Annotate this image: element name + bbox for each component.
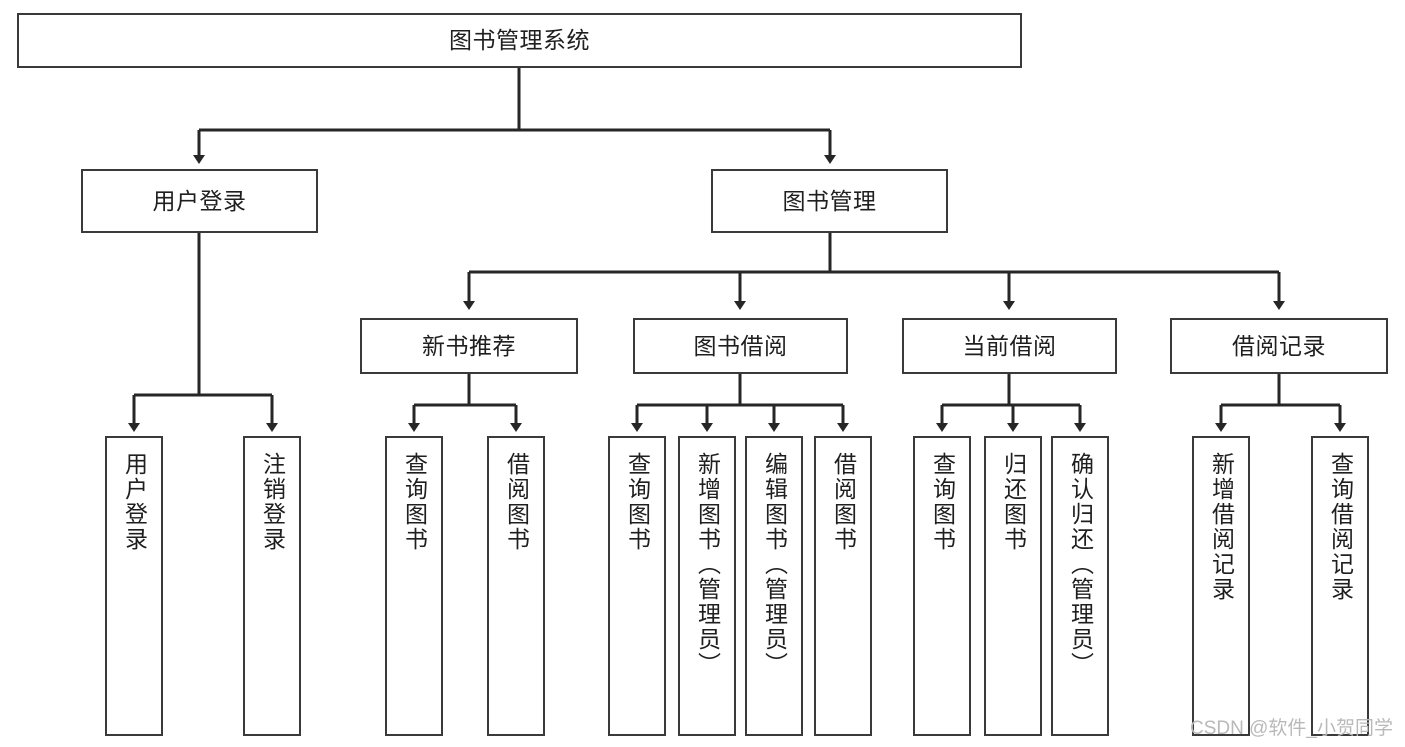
- node-book-manage-label: 图书管理: [782, 187, 877, 214]
- node-leaf-borrow-book-2-label: 借阅图书: [830, 452, 857, 552]
- node-leaf-confirm-return-label: 确认归还（管理员）: [1067, 452, 1094, 677]
- node-leaf-add-book-label: 新增图书（管理员）: [694, 452, 721, 677]
- node-current-borrow[interactable]: 当前借阅: [902, 318, 1117, 374]
- node-new-book-recommend[interactable]: 新书推荐: [360, 318, 578, 374]
- csdn-watermark: CSDN @软件_小贺同学: [1190, 718, 1393, 739]
- node-leaf-query-book-2[interactable]: 查询图书: [608, 436, 666, 736]
- node-current-borrow-label: 当前借阅: [962, 332, 1057, 359]
- node-leaf-add-borrow-record[interactable]: 新增借阅记录: [1192, 436, 1250, 736]
- node-leaf-confirm-return[interactable]: 确认归还（管理员）: [1051, 436, 1109, 736]
- node-leaf-query-book-3[interactable]: 查询图书: [913, 436, 971, 736]
- node-leaf-edit-book[interactable]: 编辑图书（管理员）: [745, 436, 803, 736]
- node-leaf-user-login-label: 用户登录: [121, 452, 148, 552]
- node-leaf-query-book-1[interactable]: 查询图书: [385, 436, 443, 736]
- node-leaf-user-login[interactable]: 用户登录: [105, 436, 163, 736]
- node-leaf-edit-book-label: 编辑图书（管理员）: [761, 452, 788, 677]
- node-leaf-query-book-3-label: 查询图书: [929, 452, 956, 552]
- node-user-login-label: 用户登录: [152, 187, 247, 214]
- node-leaf-query-book-2-label: 查询图书: [624, 452, 651, 552]
- node-book-borrow[interactable]: 图书借阅: [633, 318, 848, 374]
- node-leaf-user-logout-label: 注销登录: [259, 452, 286, 552]
- node-leaf-return-book-label: 归还图书: [1000, 452, 1027, 552]
- node-leaf-user-logout[interactable]: 注销登录: [243, 436, 301, 736]
- node-borrow-record[interactable]: 借阅记录: [1170, 318, 1388, 374]
- node-leaf-borrow-book-1[interactable]: 借阅图书: [487, 436, 545, 736]
- node-root-label: 图书管理系统: [449, 27, 590, 54]
- node-root-system[interactable]: 图书管理系统: [17, 13, 1022, 68]
- node-leaf-add-book[interactable]: 新增图书（管理员）: [678, 436, 736, 736]
- node-leaf-add-borrow-record-label: 新增借阅记录: [1208, 452, 1235, 602]
- node-leaf-query-borrow-record-label: 查询借阅记录: [1327, 452, 1354, 602]
- node-leaf-query-book-1-label: 查询图书: [401, 452, 428, 552]
- node-user-login[interactable]: 用户登录: [81, 169, 318, 233]
- node-borrow-record-label: 借阅记录: [1232, 332, 1326, 359]
- node-leaf-borrow-book-1-label: 借阅图书: [503, 452, 530, 552]
- node-leaf-return-book[interactable]: 归还图书: [984, 436, 1042, 736]
- node-book-borrow-label: 图书借阅: [693, 332, 788, 359]
- node-leaf-borrow-book-2[interactable]: 借阅图书: [814, 436, 872, 736]
- node-book-manage[interactable]: 图书管理: [711, 169, 948, 233]
- node-leaf-query-borrow-record[interactable]: 查询借阅记录: [1311, 436, 1369, 736]
- node-new-book-recommend-label: 新书推荐: [422, 332, 516, 359]
